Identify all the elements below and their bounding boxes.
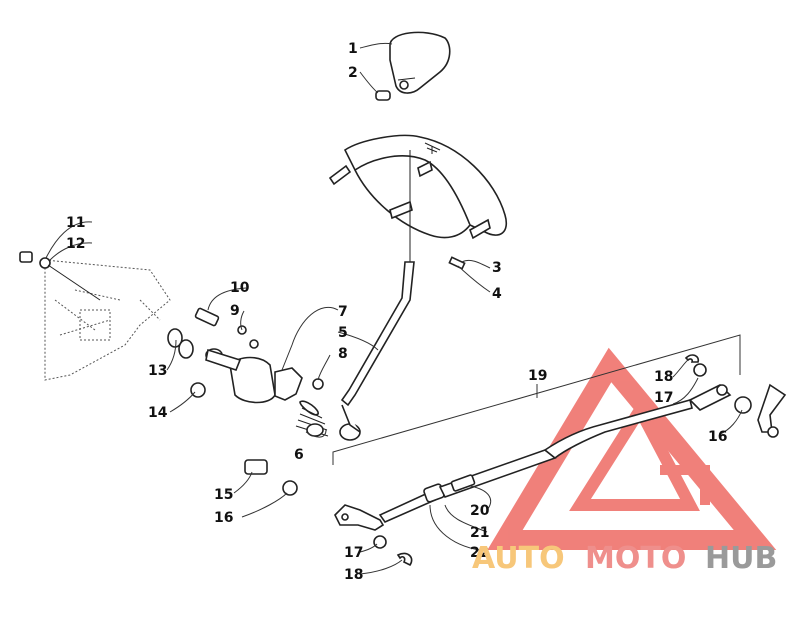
callout-14: 14	[148, 405, 168, 421]
wordmark-moto: MOTO	[585, 541, 686, 576]
callout-7: 7	[338, 304, 348, 320]
bolt-10	[194, 307, 259, 349]
callout-13: 13	[148, 363, 167, 379]
callout-19: 19	[528, 368, 547, 384]
frame-bracket	[44, 259, 171, 381]
callout-1: 1	[348, 41, 358, 57]
shift-rod-assembly	[334, 384, 732, 531]
wordmark-hub: HUB	[705, 541, 777, 576]
callout-16-lower: 16	[214, 510, 233, 526]
callout-18-lower: 18	[344, 567, 363, 583]
callout-15: 15	[214, 487, 233, 503]
callout-8: 8	[338, 346, 348, 362]
callout-22: 22	[470, 545, 489, 561]
clips-17-18-upper	[684, 354, 707, 377]
callout-5: 5	[338, 325, 348, 341]
spring	[295, 400, 329, 437]
callout-9: 9	[230, 303, 240, 319]
automotohub-wordmark: AUTO MOTO HUB	[472, 541, 777, 576]
o-rings-13	[167, 328, 194, 359]
callout-17-upper: 17	[654, 390, 673, 406]
gate-pin	[448, 256, 466, 270]
callout-12: 12	[66, 236, 85, 252]
callout-21: 21	[470, 525, 489, 541]
wordmark-auto: AUTO	[472, 541, 565, 576]
bolt-11-12	[19, 251, 101, 301]
shift-gate-boot	[328, 134, 507, 240]
ball-stud-15	[244, 459, 268, 475]
callout-2: 2	[348, 65, 358, 81]
callout-18-upper: 18	[654, 369, 673, 385]
knob-screw	[375, 80, 409, 101]
lever-pivot-bracket	[205, 348, 303, 404]
clips-17-18-lower	[373, 535, 413, 567]
callout-20: 20	[470, 503, 490, 519]
selector-arm	[757, 383, 787, 438]
callout-6: 6	[294, 447, 304, 463]
callout-labels: 1 2 3 4 7 5 8 10 9 11 12 13 14 6 15 16 1…	[66, 41, 727, 583]
nut-14	[190, 382, 206, 398]
washer-16-upper	[734, 396, 752, 414]
callout-17-lower: 17	[344, 545, 363, 561]
callout-4: 4	[492, 286, 502, 302]
callout-3: 3	[492, 260, 502, 276]
shift-knob	[389, 31, 451, 94]
leader-lines	[45, 42, 743, 575]
shift-lever	[339, 150, 415, 441]
callout-10: 10	[230, 280, 250, 296]
washer-8	[312, 378, 324, 390]
washer-16-lower	[282, 480, 298, 496]
callout-11: 11	[66, 215, 85, 231]
callout-16-upper: 16	[708, 429, 727, 445]
